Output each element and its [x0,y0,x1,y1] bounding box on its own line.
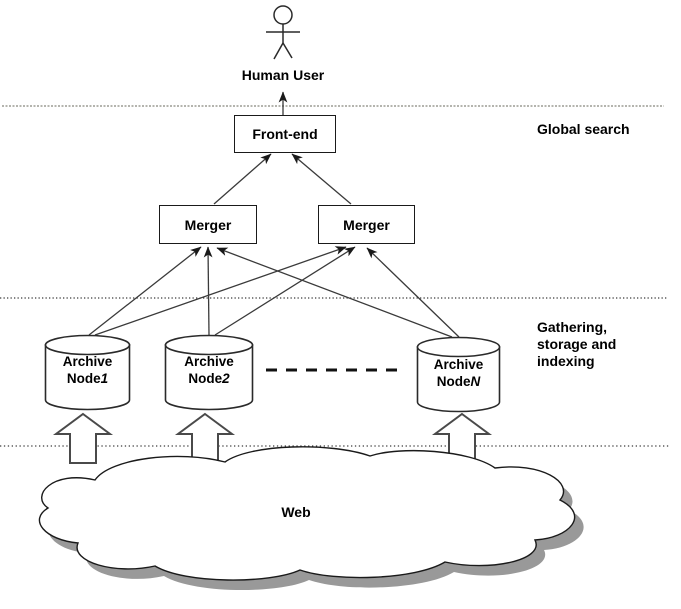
nodeN-line1: Archive [433,357,484,372]
node2-to-merger2-arrow [214,246,356,336]
archive-node1-label: Archive Node1 [45,353,130,387]
web-cloud-label: Web [281,504,311,520]
frontend-box: Front-end [234,115,336,153]
web-cloud-icon [38,446,576,581]
node1-to-merger2-arrow [94,246,347,336]
archive-node2-label: Archive Node2 [165,353,253,387]
upload-arrow1-icon [52,412,114,464]
nodeN-to-merger2-arrow [366,247,460,338]
merger2-box: Merger [318,205,415,244]
archive-node2-cylinder-icon [164,334,254,411]
merger1-to-frontend-arrow [213,153,272,205]
nodeN-to-merger1-arrow [216,247,453,338]
merger1-box: Merger [159,205,257,244]
archive-nodeN-cylinder-icon [416,336,501,413]
node1-line1: Archive [62,354,113,369]
archive-node1-cylinder-icon [44,334,131,411]
gathering-layer-label: Gathering, storage and indexing [537,319,617,369]
human-user-label: Human User [241,67,325,83]
archive-nodeN-label: Archive NodeN [417,356,500,390]
global-search-layer-label: Global search [537,121,630,137]
upload-arrow2-icon [174,412,236,464]
connector-lines [88,91,460,338]
node2-to-merger1-arrow [203,246,213,336]
node1-to-merger1-arrow [88,246,202,336]
node2-suffix: 2 [222,371,230,386]
merger2-to-frontend-arrow [291,153,352,205]
node1-suffix: 1 [100,371,109,386]
node1-line2: Node [66,371,101,386]
node2-line1: Archive [184,354,234,369]
nodeN-suffix: N [470,374,481,389]
node2-line2: Node [188,371,223,386]
nodeN-line2: Node [436,374,471,389]
human-user-actor-icon [266,5,300,60]
